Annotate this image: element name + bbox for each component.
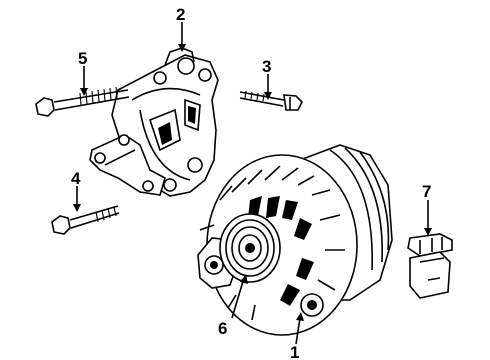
long-bolt-upper: [35, 86, 130, 117]
leader-lines: [73, 22, 432, 345]
callout-4: 4: [71, 169, 81, 188]
bolt-right: [239, 90, 303, 111]
callout-7: 7: [422, 182, 431, 201]
callout-2: 2: [176, 5, 185, 24]
bolt-lower: [51, 205, 120, 235]
callout-1: 1: [290, 343, 299, 360]
callout-labels: 2 5 3 4 7 6 1: [71, 5, 431, 360]
callout-6: 6: [218, 319, 227, 338]
mounting-bracket: [89, 47, 219, 197]
callout-3: 3: [262, 57, 271, 76]
pulley: [219, 213, 281, 283]
connector: [407, 233, 453, 299]
callout-5: 5: [78, 49, 87, 68]
